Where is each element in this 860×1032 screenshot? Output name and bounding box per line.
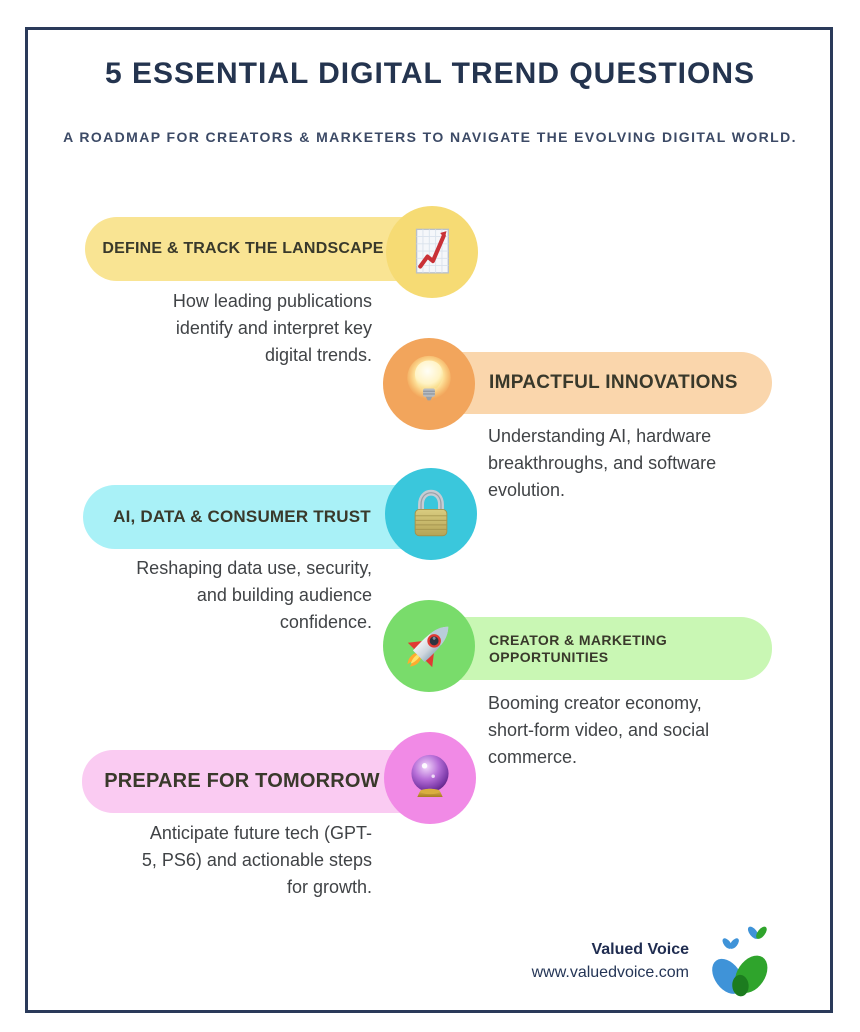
- topic-label: CREATOR & MARKETING OPPORTUNITIES: [489, 632, 668, 665]
- brand-name: Valued Voice: [591, 941, 689, 958]
- crystal-ball-icon: [411, 754, 449, 798]
- lightbulb-icon: [407, 355, 451, 401]
- lock-icon: [414, 489, 448, 537]
- brand-website: www.valuedvoice.com: [531, 964, 689, 981]
- topic-icon-bubble: [385, 468, 477, 560]
- topic-label: PREPARE FOR TOMORROW: [104, 770, 380, 792]
- topic-description: How leading publications identify and in…: [172, 291, 372, 365]
- topic-icon-bubble: [386, 206, 478, 298]
- topic-description: Anticipate future tech (GPT- 5, PS6) and…: [141, 823, 372, 897]
- topic-icon-bubble: [384, 732, 476, 824]
- rocket-icon: [407, 626, 449, 668]
- page-subtitle: A ROADMAP FOR CREATORS & MARKETERS TO NA…: [63, 129, 797, 145]
- page-title: 5 ESSENTIAL DIGITAL TREND QUESTIONS: [104, 57, 756, 90]
- topic-description: Reshaping data use, security, and buildi…: [136, 558, 372, 632]
- topic-pill-opportunities: [430, 617, 772, 680]
- topic-pill-innovations: [430, 352, 772, 414]
- topic-pill-define-track: [85, 217, 435, 281]
- topic-pill-tomorrow: [82, 750, 435, 813]
- topic-label: AI, DATA & CONSUMER TRUST: [113, 507, 371, 526]
- topic-icon-bubble: [383, 600, 475, 692]
- topic-label: DEFINE & TRACK THE LANDSCAPE: [102, 240, 384, 257]
- page-border: [25, 27, 833, 1013]
- topic-label: IMPACTFUL INNOVATIONS: [489, 372, 738, 393]
- valued-voice-logo-icon: [702, 920, 784, 1004]
- topic-icon-bubble: [383, 338, 475, 430]
- topic-pill-trust: [83, 485, 435, 549]
- chart-increasing-icon: [415, 228, 449, 274]
- topic-description: Understanding AI, hardware breakthroughs…: [488, 426, 717, 500]
- topic-description: Booming creator economy, short-form vide…: [488, 693, 710, 767]
